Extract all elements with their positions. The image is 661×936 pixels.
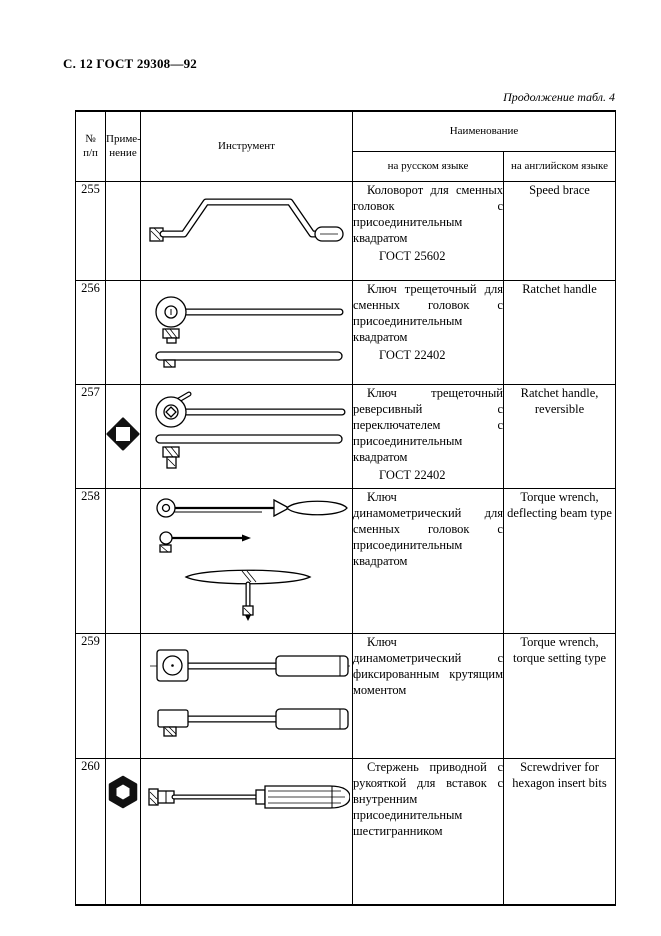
hexagon-drive-icon <box>108 775 138 808</box>
col-header-name-russian: на русском языке <box>352 150 504 182</box>
tool-drawing-cell <box>140 487 353 634</box>
application-cell <box>105 757 141 906</box>
table-row: 260 <box>75 757 616 906</box>
name-english: Torque wrench, deflecting beam type <box>503 487 616 634</box>
tool-drawing-cell <box>140 632 353 759</box>
page-header: С. 12 ГОСТ 29308—92 <box>63 56 197 71</box>
col-header-number-line1: № <box>85 132 96 145</box>
hex-bit-screwdriver-drawing <box>147 784 351 809</box>
tool-drawing-cell <box>140 383 353 489</box>
row-number: 260 <box>75 757 106 906</box>
name-russian: Стержень приводной с рукояткой для встав… <box>353 759 503 838</box>
name-english: Ratchet handle <box>503 279 616 385</box>
tool-drawing-cell <box>140 279 353 385</box>
setting-type-torque-wrench-drawing <box>149 648 352 737</box>
col-header-application: Приме- нение <box>105 110 141 182</box>
gost-number: ГОСТ 25602 <box>379 248 446 263</box>
col-header-number: № п/п <box>75 110 106 182</box>
name-russian-cell: Ключ динамометрический с фиксированным к… <box>352 632 504 759</box>
name-russian: Ключ динамометрический с фиксированным к… <box>353 634 503 697</box>
gost-number: ГОСТ 22402 <box>379 347 446 362</box>
row-number: 258 <box>75 487 106 634</box>
name-english: Torque wrench, torque setting type <box>503 632 616 759</box>
tools-table: № п/п Приме- нение Инструмент Наименован… <box>75 110 616 906</box>
tool-drawing-cell <box>140 180 353 281</box>
ratchet-handle-drawing <box>154 295 343 368</box>
application-cell <box>105 487 141 634</box>
col-header-name: Наименование <box>352 110 616 152</box>
application-cell <box>105 632 141 759</box>
name-english: Screwdriver for hexagon insert bits <box>503 757 616 906</box>
row-number: 257 <box>75 383 106 489</box>
name-english: Ratchet handle, reversible <box>503 383 616 489</box>
name-russian: Ключ трещеточный реверсивный с переключа… <box>353 385 503 464</box>
name-english: Speed brace <box>503 180 616 281</box>
name-russian-cell: Коловорот для сменных головок с присоеди… <box>352 180 504 281</box>
tool-drawing-cell <box>140 757 353 906</box>
name-russian: Коловорот для сменных головок с присоеди… <box>353 182 503 245</box>
table-caption: Продолжение табл. 4 <box>503 90 615 104</box>
col-header-application-line1: Приме- <box>106 132 141 145</box>
speed-brace-drawing <box>148 198 344 242</box>
square-drive-icon <box>106 417 140 450</box>
name-russian: Ключ трещеточный для сменных головок с п… <box>353 281 503 344</box>
row-number: 256 <box>75 279 106 385</box>
application-cell <box>105 180 141 281</box>
col-header-name-english: на английском языке <box>503 150 616 182</box>
table-row: 259 <box>75 632 616 759</box>
row-number: 259 <box>75 632 106 759</box>
name-russian-cell: Стержень приводной с рукояткой для встав… <box>352 757 504 906</box>
table-row: 257 <box>75 383 616 489</box>
col-header-number-line2: п/п <box>83 147 98 160</box>
table-row: 258 <box>75 487 616 634</box>
name-russian: Ключ динамометрический для сменных голов… <box>353 489 503 568</box>
table-row: 255 Коловорот для сменных головок с прис… <box>75 180 616 281</box>
name-russian-cell: Ключ трещеточный реверсивный с переключа… <box>352 383 504 489</box>
gost-number: ГОСТ 22402 <box>379 467 446 482</box>
col-header-tool: Инструмент <box>140 110 353 182</box>
deflecting-beam-torque-wrench-drawing <box>155 498 348 621</box>
row-number: 255 <box>75 180 106 281</box>
name-russian-cell: Ключ трещеточный для сменных головок с п… <box>352 279 504 385</box>
name-russian-cell: Ключ динамометрический для сменных голов… <box>352 487 504 634</box>
reversible-ratchet-drawing <box>154 391 345 469</box>
table-row: 256 <box>75 279 616 385</box>
application-cell <box>105 279 141 385</box>
application-cell <box>105 383 141 489</box>
col-header-application-line2: нение <box>109 147 137 160</box>
